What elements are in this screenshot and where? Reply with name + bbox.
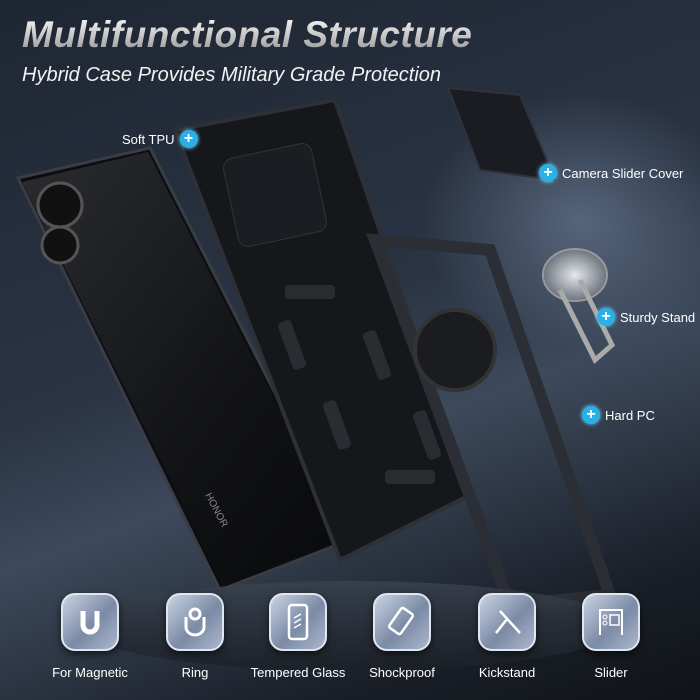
feature-bar: For Magnetic Ring Tempered Glass Shockpr… <box>0 581 700 700</box>
plus-icon: + <box>582 406 600 424</box>
page-title: Multifunctional Structure <box>22 14 473 55</box>
hard-pc-frame <box>366 233 619 612</box>
kickstand-icon <box>478 593 536 651</box>
callout-soft-tpu: Soft TPU + <box>122 130 198 148</box>
shockproof-icon <box>373 593 431 651</box>
feature-label: For Magnetic <box>52 665 128 680</box>
plus-icon: + <box>597 308 615 326</box>
feature-ring: Ring <box>140 593 250 680</box>
callout-label: Sturdy Stand <box>620 309 696 325</box>
feature-label: Slider <box>594 665 628 680</box>
feature-label: Shockproof <box>369 665 435 680</box>
feature-slider: Slider <box>556 593 666 680</box>
feature-label: Ring <box>181 665 209 680</box>
glass-icon <box>269 593 327 651</box>
plus-icon: + <box>179 130 198 148</box>
camera-slider-cover <box>446 86 557 182</box>
callout-label: Camera Slider Cover <box>562 165 684 181</box>
slider-icon <box>582 593 640 651</box>
feature-shockproof: Shockproof <box>347 593 457 680</box>
magnet-icon <box>61 593 119 651</box>
callout-camera-slider-cover: + Camera Slider Cover <box>539 164 683 182</box>
ring-stand <box>542 248 616 365</box>
callout-hard-pc: + Hard PC <box>582 406 655 424</box>
callout-label: Hard PC <box>605 407 655 423</box>
feature-tempered-glass: Tempered Glass <box>243 593 353 680</box>
plus-icon: + <box>539 164 557 182</box>
callout-sturdy-stand: + Sturdy Stand <box>597 308 695 326</box>
feature-magnetic: For Magnetic <box>35 593 145 680</box>
ring-icon <box>166 593 224 651</box>
page-subtitle: Hybrid Case Provides Military Grade Prot… <box>22 64 442 86</box>
feature-label: Kickstand <box>478 665 536 680</box>
callout-label: Soft TPU <box>122 131 175 147</box>
feature-label: Tempered Glass <box>250 665 346 680</box>
feature-kickstand: Kickstand <box>452 593 562 680</box>
